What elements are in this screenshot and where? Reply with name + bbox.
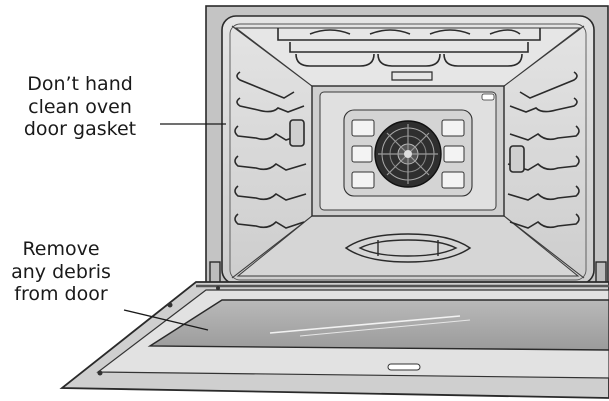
convection-fan-icon xyxy=(343,109,473,197)
debris-callout-line-3: from door xyxy=(14,283,108,305)
door-handle-slot xyxy=(387,363,421,371)
debris-callout-line-2: any debris xyxy=(11,260,111,283)
right-rack-supports xyxy=(507,71,580,229)
oven-door xyxy=(59,281,609,399)
gasket-callout: Don’t hand clean oven door gasket xyxy=(0,73,160,141)
debris-callout-line-1: Remove xyxy=(22,238,100,260)
debris-callout: Remove any debris from door xyxy=(0,238,122,306)
left-rack-supports xyxy=(234,71,307,229)
broil-element xyxy=(277,28,541,81)
bake-element xyxy=(344,233,472,263)
door-glass xyxy=(147,299,609,351)
gasket-callout-line-1: Don’t hand xyxy=(27,73,133,95)
debris-leader-line xyxy=(123,309,209,331)
gasket-callout-line-2: clean oven xyxy=(28,95,132,118)
gasket-callout-line-3: door gasket xyxy=(23,118,137,140)
